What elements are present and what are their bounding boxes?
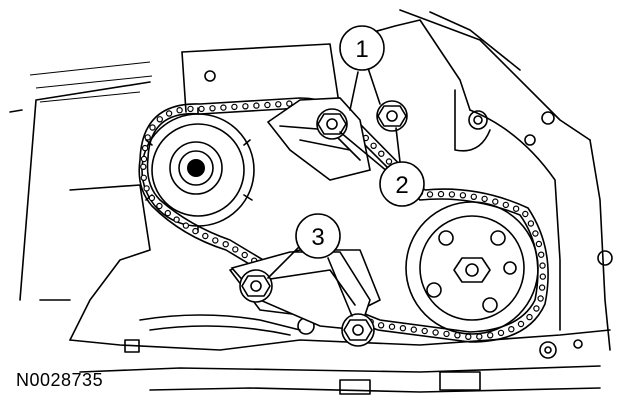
chain-link (527, 220, 535, 227)
bolt-lower-left (239, 269, 273, 303)
chain-link (370, 142, 377, 149)
chain-link (538, 251, 545, 258)
chain-link (156, 202, 163, 210)
chain-link (388, 323, 396, 330)
chain-link (182, 222, 190, 229)
chain-link (209, 105, 216, 112)
chain-link (140, 174, 147, 181)
chain-link (202, 232, 209, 240)
chain-link (437, 190, 445, 198)
crankshaft-sprocket (405, 201, 539, 335)
chain-link (526, 313, 533, 321)
chain-link (497, 329, 505, 337)
chain-link (176, 106, 183, 114)
chain-link (198, 105, 205, 113)
chain-link (378, 150, 385, 157)
chain-link (220, 104, 227, 111)
chain-link (143, 185, 150, 192)
chain-link (275, 101, 282, 108)
chain-link (476, 333, 483, 340)
chain-link (149, 124, 156, 131)
chain-link (539, 273, 547, 280)
tensioner-arm (266, 97, 371, 181)
callout-1-label: 1 (355, 36, 368, 63)
chain-link (421, 327, 428, 335)
chain-link (399, 325, 407, 332)
chain-link (231, 103, 238, 111)
chain-link (535, 240, 543, 248)
bolt-lower-right (341, 313, 375, 347)
chain-link (385, 158, 393, 165)
chain-link (432, 329, 439, 336)
chain-link (459, 192, 467, 199)
chain-link (222, 240, 229, 248)
callout-3-label: 3 (311, 224, 324, 251)
chain-link (470, 193, 477, 200)
callout-2: 2 (379, 161, 425, 207)
callout-2-label: 2 (395, 172, 408, 199)
chain-link (156, 116, 163, 123)
callout-1: 1 (339, 25, 385, 71)
chain-link (410, 326, 417, 333)
chain-link (454, 332, 461, 339)
chain-link (165, 110, 173, 117)
chain-link (173, 216, 180, 223)
chain-link (532, 230, 539, 237)
chain-link (426, 191, 434, 198)
figure-id: N0028735 (16, 370, 104, 390)
chain-link (286, 100, 293, 107)
chain-link (377, 322, 385, 329)
chain-link (144, 134, 151, 141)
chain-link (264, 101, 271, 109)
engine-block-outline (9, 9, 613, 395)
chain-link (487, 332, 494, 339)
chain-link (253, 102, 260, 109)
chain-link (187, 105, 194, 113)
chain-link (148, 194, 156, 202)
chain-link (232, 246, 239, 253)
chain-link (192, 227, 199, 235)
callout-leaders (267, 67, 401, 317)
chain-link (492, 198, 499, 205)
chain-link (502, 201, 509, 209)
chain-link (481, 195, 488, 203)
chain-link (141, 144, 149, 152)
chain-link (539, 262, 546, 269)
callout-3: 3 (295, 213, 341, 259)
chain-link (508, 326, 515, 333)
chain-link (212, 237, 219, 244)
bolt-upper-right (376, 100, 408, 132)
chain-link (465, 333, 472, 340)
chain-link (448, 191, 456, 198)
chain-link (537, 295, 544, 302)
chain-link (517, 320, 525, 328)
chain-link (538, 284, 546, 291)
chain-link (140, 155, 148, 163)
chain-link (443, 330, 450, 338)
chain-link (522, 210, 529, 218)
chain-link (512, 205, 520, 212)
chain-link (164, 209, 171, 217)
chain-link (242, 103, 249, 110)
chain-link (140, 163, 147, 170)
chain-link (533, 305, 540, 312)
chain-link (241, 251, 248, 259)
